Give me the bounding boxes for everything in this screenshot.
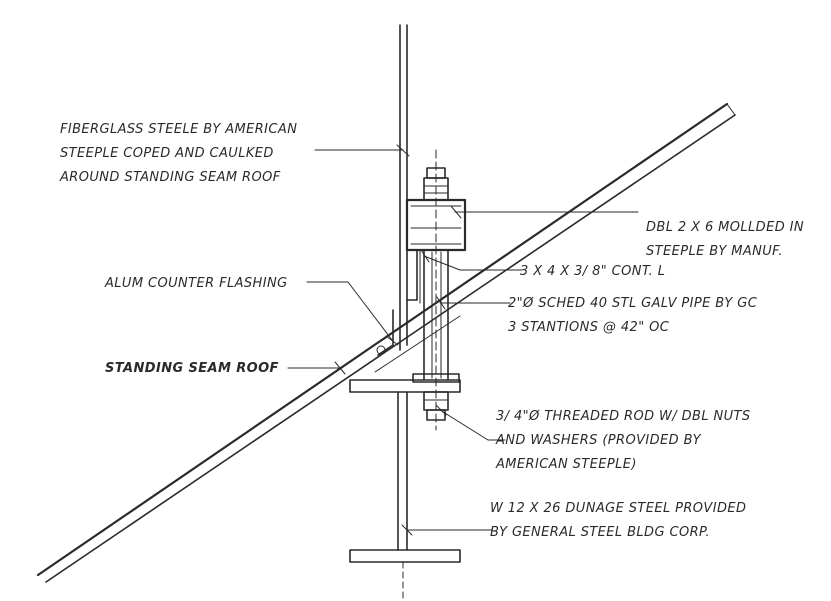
galvanized-pipe-stanchion — [412, 249, 460, 383]
note-dunnage-line1: W 12 X 26 DUNAGE STEEL PROVIDED — [490, 501, 746, 516]
note-counter-flashing: ALUM COUNTER FLASHING — [104, 276, 288, 291]
note-threaded-rod-line3: AMERICAN STEEPLE) — [495, 457, 637, 472]
continuous-angle — [406, 249, 421, 304]
note-pipe-line1: 2"Ø SCHED 40 STL GALV PIPE BY GC — [508, 296, 758, 311]
standing-seam-roof-slope — [36, 102, 736, 583]
note-threaded-rod-line2: AND WASHERS (PROVIDED BY — [495, 433, 702, 448]
annotation-notes: FIBERGLASS STEELE BY AMERICAN STEEPLE CO… — [59, 122, 804, 540]
threaded-rod-assembly — [423, 149, 449, 431]
note-pipe-line2: 3 STANTIONS @ 42" OC — [508, 320, 670, 335]
counter-flashing — [376, 309, 394, 356]
note-fiberglass-line1: FIBERGLASS STEELE BY AMERICAN — [60, 122, 297, 137]
note-angle: 3 X 4 X 3/ 8" CONT. L — [520, 264, 665, 279]
note-dbl2x6-line2: STEEPLE BY MANUF. — [646, 244, 783, 259]
note-fiberglass-line3: AROUND STANDING SEAM ROOF — [59, 170, 281, 185]
w12x26-dunnage-beam — [349, 379, 461, 599]
note-fiberglass-line2: STEEPLE COPED AND CAULKED — [60, 146, 274, 161]
note-threaded-rod-line1: 3/ 4"Ø THREADED ROD W/ DBL NUTS — [496, 409, 751, 424]
leader-lines — [287, 144, 639, 536]
note-dbl2x6-line1: DBL 2 X 6 MOLLDED IN — [646, 220, 804, 235]
note-standing-seam: STANDING SEAM ROOF — [105, 361, 279, 376]
fiberglass-steeple-wall — [399, 24, 408, 351]
note-dunnage-line2: BY GENERAL STEEL BLDG CORP. — [490, 525, 710, 540]
